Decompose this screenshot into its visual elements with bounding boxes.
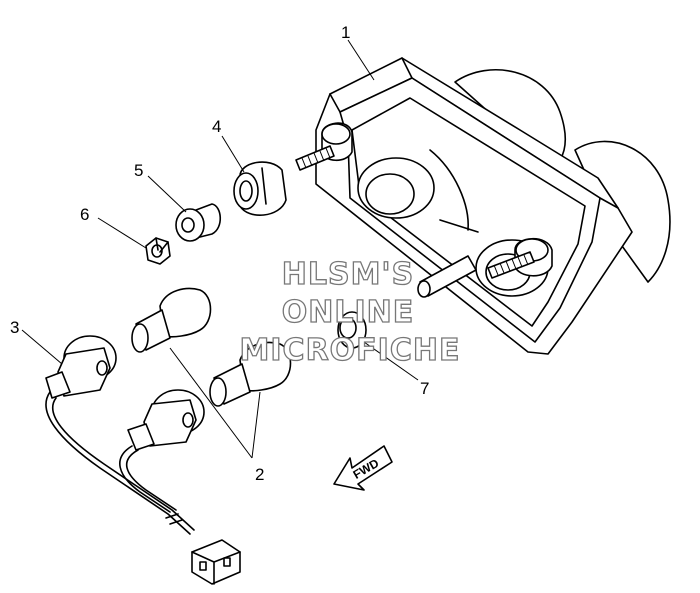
leader-lines <box>21 39 419 459</box>
watermark: HLSM'S ONLINE MICROFICHE <box>239 256 461 368</box>
callout-7: 7 <box>420 379 429 398</box>
callout-1: 1 <box>341 23 350 42</box>
callout-6: 6 <box>80 205 89 224</box>
bulb-upper <box>131 287 212 353</box>
socket-lower <box>127 389 205 451</box>
collar <box>175 203 222 242</box>
callout-labels: 1 2 3 4 5 6 7 <box>10 23 429 484</box>
forward-arrow-icon: FWD <box>333 445 393 491</box>
lamp-housing <box>295 57 671 355</box>
small-bulb <box>337 311 367 349</box>
grommet <box>233 161 287 216</box>
wiring-harness <box>45 391 241 585</box>
watermark-line-3: MICROFICHE <box>240 333 461 368</box>
watermark-line-1: HLSM'S <box>282 257 414 292</box>
socket-upper <box>45 335 117 399</box>
bulb-lower <box>209 341 292 407</box>
nut <box>145 237 171 265</box>
callout-5: 5 <box>134 161 143 180</box>
callout-2: 2 <box>255 465 264 484</box>
callout-3: 3 <box>10 318 19 337</box>
callout-4: 4 <box>212 117 221 136</box>
watermark-line-2: ONLINE <box>282 295 415 330</box>
